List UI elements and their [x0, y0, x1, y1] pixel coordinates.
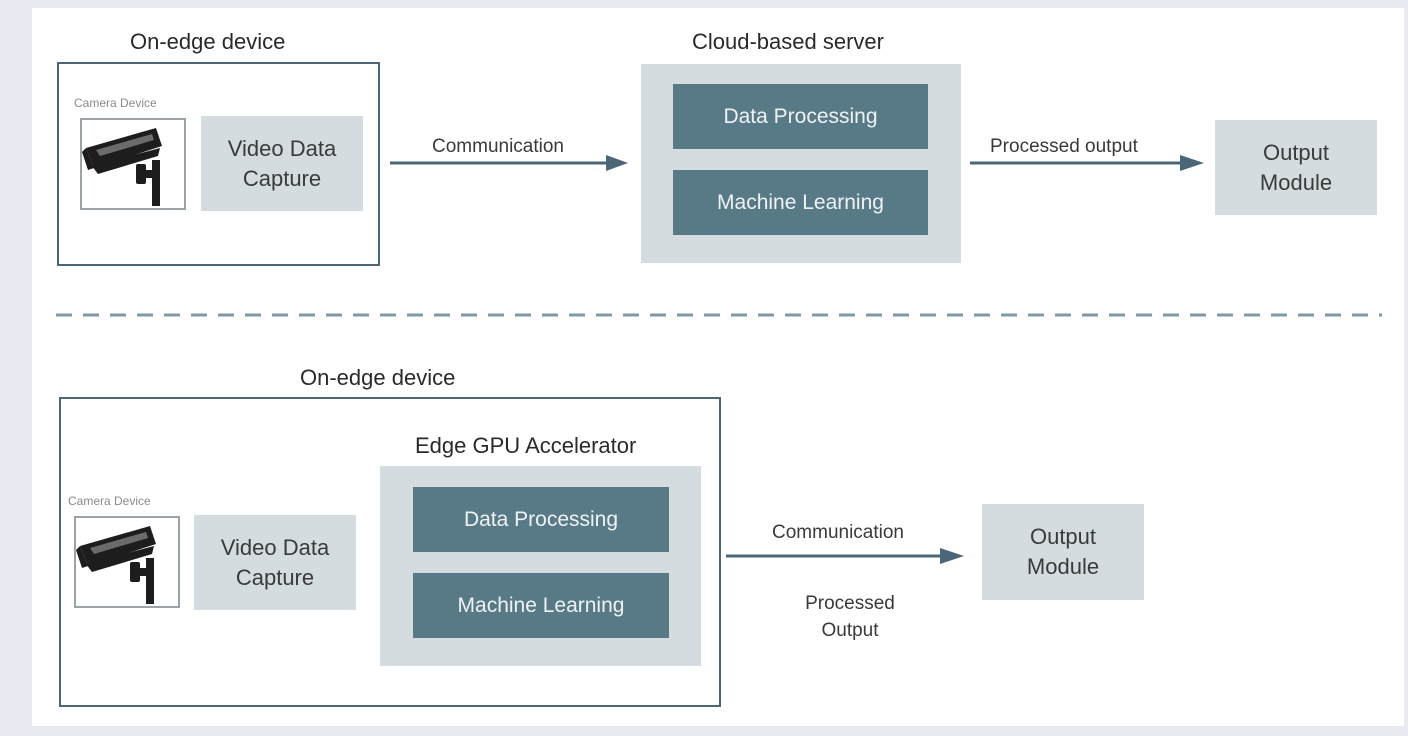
bottom-edge-device-title: On-edge device: [300, 365, 456, 390]
top-camera-caption: Camera Device: [74, 96, 157, 110]
top-edge-device-title: On-edge device: [130, 29, 286, 54]
bottom-processed-output-label: Processed Output: [805, 593, 895, 641]
bottom-video-capture-box: Video Data Capture: [194, 515, 356, 610]
bottom-machine-learning-box: Machine Learning: [413, 573, 669, 638]
right-arrow-icon: [726, 548, 964, 564]
bottom-communication-label: Communication: [772, 522, 904, 543]
top-communication-label: Communication: [432, 136, 564, 157]
edge-gpu-accelerator-title: Edge GPU Accelerator: [415, 433, 637, 458]
bottom-camera-frame: [74, 516, 180, 608]
top-camera-frame: [80, 118, 186, 210]
cloud-server-title: Cloud-based server: [692, 29, 884, 54]
top-video-capture-box: Video Data Capture: [201, 116, 363, 211]
top-output-module-box: Output Module: [1215, 120, 1377, 215]
top-processed-output-label: Processed output: [990, 136, 1138, 157]
right-arrow-icon: [970, 155, 1204, 171]
bottom-camera-caption: Camera Device: [68, 494, 151, 508]
bottom-output-module-box: Output Module: [982, 504, 1144, 600]
security-camera-icon: [82, 128, 162, 206]
security-camera-icon: [76, 526, 156, 604]
top-data-processing-box: Data Processing: [673, 84, 928, 149]
bottom-data-processing-box: Data Processing: [413, 487, 669, 552]
section-divider: [56, 313, 1382, 317]
right-arrow-icon: [390, 155, 628, 171]
top-machine-learning-box: Machine Learning: [673, 170, 928, 235]
